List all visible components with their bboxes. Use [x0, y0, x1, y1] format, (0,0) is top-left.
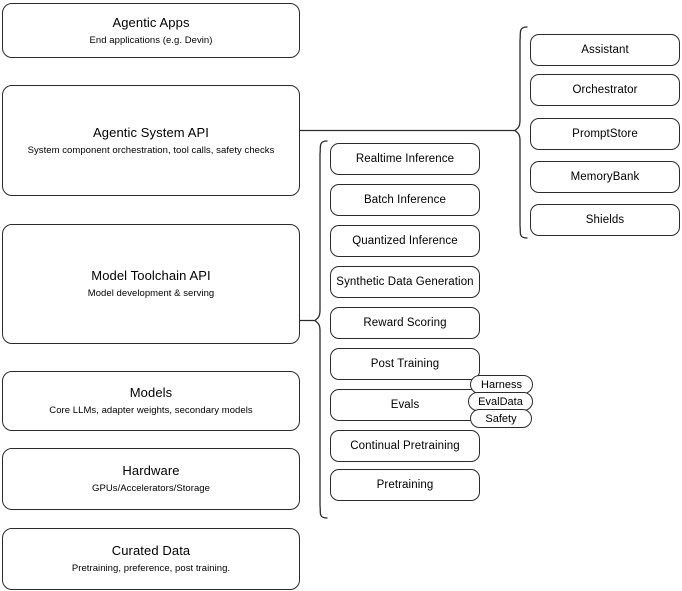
toolchain-item-continual-pretraining[interactable]: Continual Pretraining — [330, 430, 480, 462]
toolchain-item-label: Synthetic Data Generation — [336, 276, 474, 288]
layer-models[interactable]: Models Core LLMs, adapter weights, secon… — [2, 371, 300, 431]
evals-subcomponent-safety[interactable]: Safety — [470, 409, 532, 428]
toolchain-item-label: Batch Inference — [363, 194, 447, 206]
layer-agentic-apps[interactable]: Agentic Apps End applications (e.g. Devi… — [2, 3, 300, 58]
layer-subtitle: GPUs/Accelerators/Storage — [92, 483, 210, 494]
layer-subtitle: Model development & serving — [87, 288, 215, 299]
toolchain-item-batch-inference[interactable]: Batch Inference — [330, 184, 480, 216]
layer-model-toolchain-api[interactable]: Model Toolchain API Model development & … — [2, 224, 300, 344]
layer-title: Models — [129, 385, 173, 400]
toolchain-item-label: Reward Scoring — [363, 317, 447, 329]
layer-agentic-system-api[interactable]: Agentic System API System component orch… — [2, 85, 300, 196]
layer-subtitle: End applications (e.g. Devin) — [89, 34, 213, 46]
layer-title: Agentic Apps — [112, 14, 190, 30]
system-item-label: Shields — [585, 214, 625, 226]
system-item-label: Orchestrator — [572, 84, 638, 96]
layer-hardware[interactable]: Hardware GPUs/Accelerators/Storage — [2, 448, 300, 510]
toolchain-item-label: Evals — [390, 399, 420, 411]
layer-title: Hardware — [122, 463, 180, 478]
toolchain-item-synthetic-data-generation[interactable]: Synthetic Data Generation — [330, 266, 480, 298]
layer-title: Agentic System API — [93, 124, 209, 140]
brace-toolchain-components — [314, 140, 328, 519]
system-item-assistant[interactable]: Assistant — [530, 34, 680, 66]
toolchain-item-label: Continual Pretraining — [350, 440, 460, 452]
system-item-promptstore[interactable]: PromptStore — [530, 118, 680, 150]
system-item-orchestrator[interactable]: Orchestrator — [530, 74, 680, 106]
toolchain-item-quantized-inference[interactable]: Quantized Inference — [330, 225, 480, 257]
system-item-shields[interactable]: Shields — [530, 204, 680, 236]
layer-title: Curated Data — [111, 543, 191, 558]
system-item-label: Assistant — [581, 44, 629, 56]
system-item-memorybank[interactable]: MemoryBank — [530, 161, 680, 193]
layer-curated-data[interactable]: Curated Data Pretraining, preference, po… — [2, 528, 300, 590]
toolchain-item-label: Pretraining — [376, 479, 434, 491]
layer-subtitle: System component orchestration, tool cal… — [27, 144, 275, 156]
toolchain-item-label: Post Training — [370, 358, 440, 370]
system-item-label: MemoryBank — [570, 171, 640, 183]
toolchain-item-post-training[interactable]: Post Training — [330, 348, 480, 380]
layer-subtitle: Core LLMs, adapter weights, secondary mo… — [49, 405, 253, 416]
layer-title: Model Toolchain API — [91, 268, 211, 283]
toolchain-item-label: Quantized Inference — [352, 235, 458, 247]
toolchain-item-reward-scoring[interactable]: Reward Scoring — [330, 307, 480, 339]
brace-system-components — [514, 26, 528, 239]
toolchain-item-label: Realtime Inference — [355, 153, 455, 165]
toolchain-item-pretraining[interactable]: Pretraining — [330, 469, 480, 501]
toolchain-item-realtime-inference[interactable]: Realtime Inference — [330, 143, 480, 175]
layer-subtitle: Pretraining, preference, post training. — [71, 563, 231, 574]
toolchain-item-evals[interactable]: Evals — [330, 389, 480, 421]
system-item-label: PromptStore — [572, 128, 638, 140]
